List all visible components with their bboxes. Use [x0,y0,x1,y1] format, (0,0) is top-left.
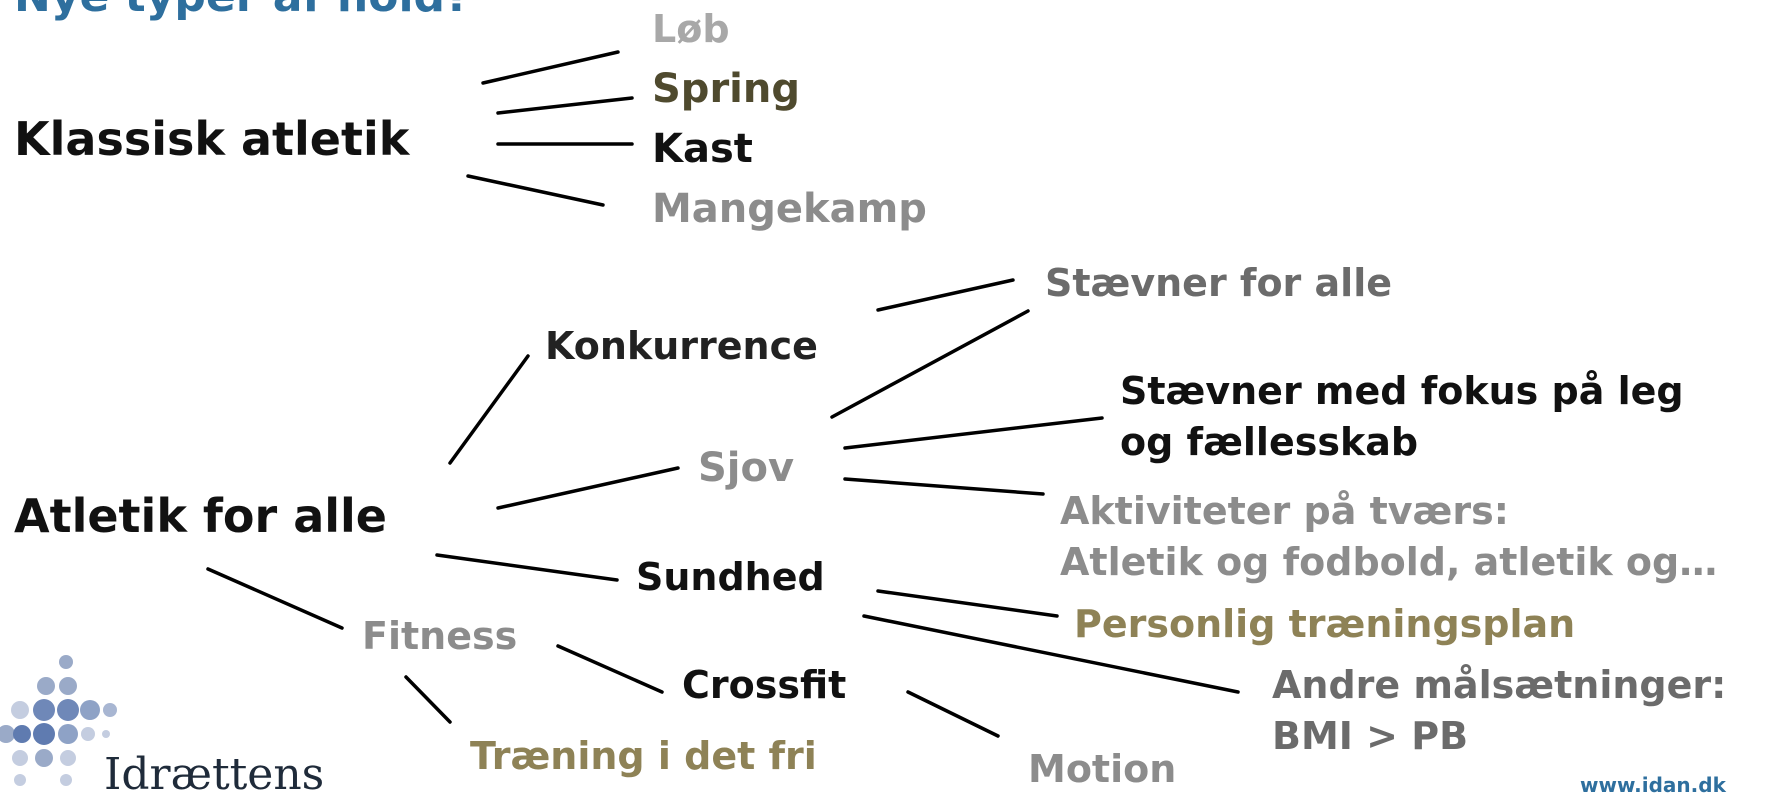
connector-crossfit-motion [906,690,1000,738]
node-atletik-for-alle: Atletik for alle [14,489,388,543]
connector-fitness-crossfit [556,644,664,694]
node-staevner-leg-line1: Stævner med fokus på leg [1120,369,1684,413]
connector-alle-konkurrence [448,354,530,465]
logo-text: Idrættens [104,749,325,800]
node-aktiviteter-line1: Aktiviteter på tværs: [1060,489,1509,533]
footer-url[interactable]: www.idan.dk [1580,773,1726,797]
node-crossfit: Crossfit [682,663,847,707]
connector-alle-sundhed [435,553,619,582]
connector-klassisk-lob [481,50,620,85]
node-klassisk-atletik: Klassisk atletik [14,112,410,166]
node-sjov: Sjov [698,445,795,491]
node-motion: Motion [1028,747,1177,791]
page-title: Nye typer af hold? [14,0,471,23]
connector-sundhed-andre [862,614,1240,694]
node-aktiviteter-line2: Atletik og fodbold, atletik og… [1060,540,1718,584]
node-fitness: Fitness [362,614,518,658]
connector-sjov-staevner-leg [843,416,1104,450]
dot-grid-logo-icon [0,655,117,786]
node-staevner-for-alle: Stævner for alle [1045,261,1392,305]
connector-klassisk-spring [496,96,634,115]
connector-sundhed-personlig [876,589,1059,618]
node-spring: Spring [652,66,800,112]
node-kast: Kast [652,126,753,172]
node-andre-line2: BMI > PB [1272,714,1469,758]
connector-sjov-staevner [830,309,1030,419]
node-lob: Løb [652,7,730,51]
connector-klassisk-mangekamp [466,174,605,207]
node-staevner-leg-line2: og fællesskab [1120,420,1419,464]
node-konkurrence: Konkurrence [545,324,818,368]
node-traening-i-det-fri: Træning i det fri [470,734,817,778]
connector-sjov-aktiviteter [843,477,1045,496]
connector-alle-sjov [496,466,680,510]
connector-fitness-traening [404,675,452,724]
node-personlig-traeningsplan: Personlig træningsplan [1074,602,1576,646]
node-andre-line1: Andre målsætninger: [1272,663,1727,707]
node-sundhed: Sundhed [636,555,825,599]
node-mangekamp: Mangekamp [652,186,927,232]
connector-alle-fitness [206,567,344,630]
connector-konkurrence-staevner [876,278,1015,312]
